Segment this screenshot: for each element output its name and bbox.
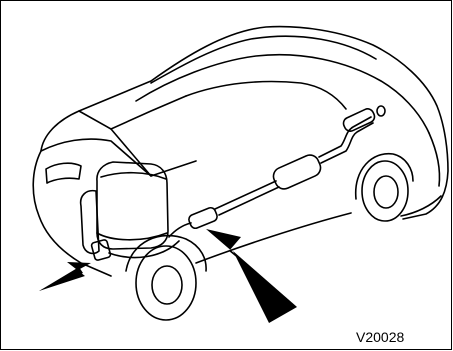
- center-pipe-lower: [219, 187, 279, 215]
- figure-reference-code: V20028: [356, 329, 404, 345]
- center-pipe: [215, 181, 276, 209]
- tail-pipe-lower: [321, 123, 373, 163]
- rear-wheel: [362, 161, 408, 221]
- engine-lower: [97, 233, 167, 240]
- rear-wheel-hub: [374, 176, 398, 208]
- muffler: [271, 152, 324, 192]
- manifold-sensor: [91, 239, 111, 261]
- windshield: [79, 96, 186, 129]
- callout-arrow-front-shaft: [39, 267, 83, 291]
- front-wheel-hub: [152, 266, 182, 304]
- side-window: [186, 82, 346, 109]
- headlight: [46, 163, 81, 183]
- rear-muffler: [342, 107, 377, 133]
- tail-pipe-tip: [377, 106, 385, 116]
- callout-arrow-converter-tail: [233, 251, 297, 323]
- catalytic-converter: [187, 206, 218, 229]
- rear-body: [429, 133, 440, 186]
- vehicle-body-outline: [41, 27, 448, 219]
